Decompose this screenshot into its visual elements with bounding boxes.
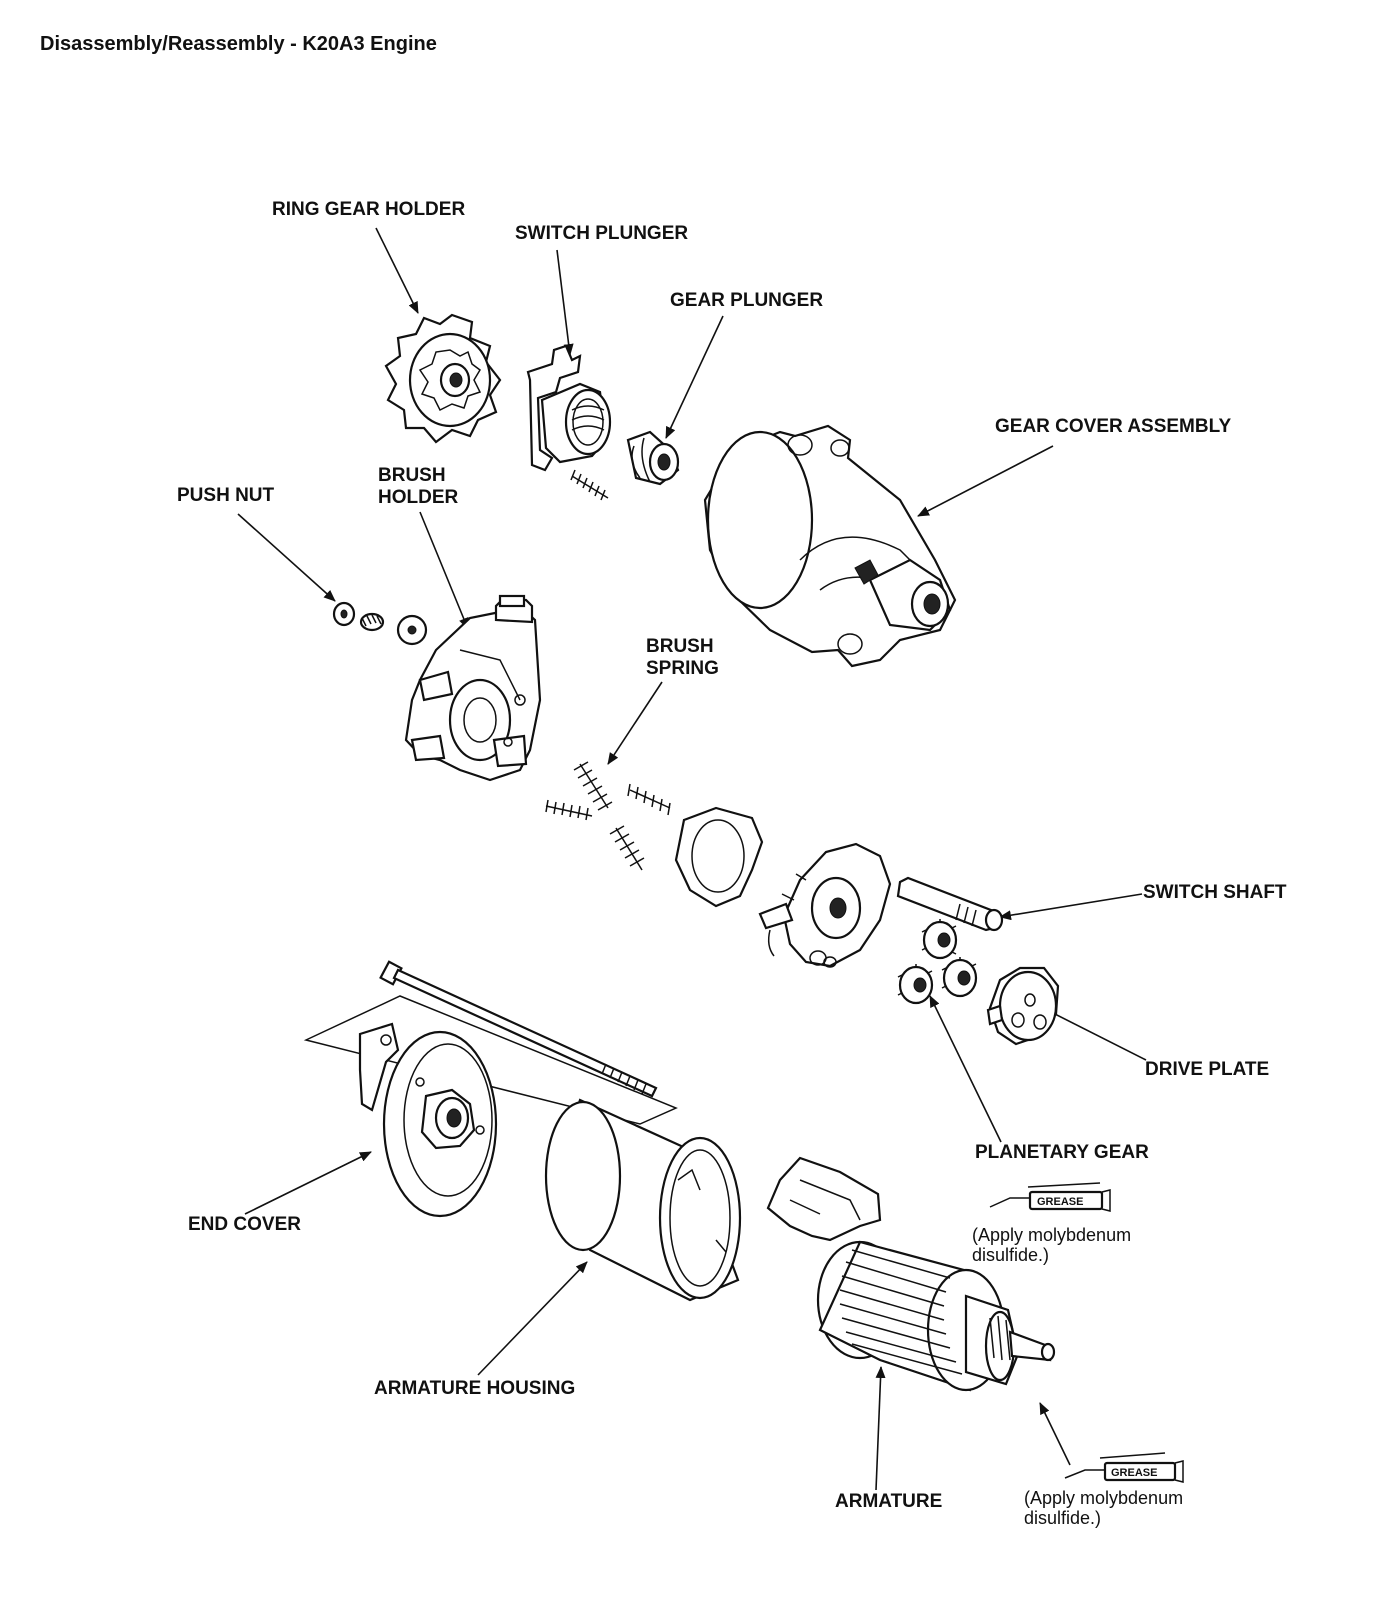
planetary-gear-3: [941, 957, 978, 998]
grease-tube-icon: [989, 1182, 1111, 1212]
grease-note-2-line1: (Apply molybdenum: [1024, 1488, 1183, 1508]
label-brush-holder-line1: BRUSH: [378, 465, 446, 486]
grease-note-2-line2: disulfide.): [1024, 1508, 1101, 1528]
grease-note-1-line2: disulfide.): [972, 1245, 1049, 1265]
label-switch-shaft: SWITCH SHAFT: [1143, 882, 1287, 903]
brush-spring-1: [573, 761, 613, 811]
brush-spring-4: [609, 825, 645, 871]
label-brush-spring-line1: BRUSH: [646, 636, 714, 657]
push-nut-part: [332, 601, 356, 627]
label-gear-plunger: GEAR PLUNGER: [670, 290, 823, 311]
grease-tag-2: GREASE: [1111, 1467, 1157, 1479]
leader-switch-plunger: [556, 249, 574, 356]
drive-plate-part: [986, 966, 1060, 1046]
label-push-nut: PUSH NUT: [177, 485, 275, 506]
planetary-gear-2: [897, 964, 934, 1005]
label-switch-plunger: SWITCH PLUNGER: [515, 223, 688, 244]
gear-cover-assembly-part: [703, 424, 957, 668]
planetary-gear-1: [921, 919, 958, 960]
label-brush-holder-line2: HOLDER: [378, 487, 459, 508]
ring-gear-holder-part: [384, 313, 502, 444]
label-brush-spring-line2: SPRING: [646, 658, 719, 679]
leader-gear-plunger: [665, 315, 724, 439]
leader-switch-shaft: [999, 893, 1143, 921]
leader-ring-gear-holder: [375, 227, 419, 314]
label-gear-cover-assembly: GEAR COVER ASSEMBLY: [995, 416, 1231, 437]
leader-brush-holder: [419, 511, 469, 630]
planetary-gears-part: [897, 919, 978, 1005]
label-armature: ARMATURE: [835, 1491, 942, 1512]
grease-note-1: GREASE (Apply molybdenum disulfide.): [972, 1182, 1131, 1265]
leader-lines: [237, 227, 1147, 1491]
grease-tag-1: GREASE: [1037, 1196, 1083, 1208]
small-spring-part: [359, 612, 385, 632]
leader-planetary-gear: [929, 995, 1002, 1143]
label-ring-gear-holder: RING GEAR HOLDER: [272, 199, 465, 220]
leader-gear-cover-assembly: [917, 445, 1054, 517]
armature-part: [816, 1240, 1056, 1392]
grease-tube-icon: [1064, 1452, 1184, 1483]
leader-end-cover: [244, 1151, 372, 1215]
washer-part: [396, 614, 428, 646]
switch-plunger-part: [526, 344, 612, 501]
brush-springs-part: [545, 761, 671, 871]
leader-armature: [875, 1366, 886, 1491]
brush-holder-part: [404, 594, 542, 782]
plate-part: [674, 806, 764, 908]
leader-drive-plate: [1042, 1007, 1147, 1061]
brush-spring-3: [545, 799, 593, 821]
grease-note-1-line1: (Apply molybdenum: [972, 1225, 1131, 1245]
leader-armature-housing: [477, 1261, 588, 1376]
label-drive-plate: DRIVE PLATE: [1145, 1059, 1269, 1080]
through-bolt-part: [379, 960, 658, 1098]
alignment-guide: [303, 995, 678, 1125]
armature-housing-part: [544, 1098, 742, 1302]
grease-note-2: GREASE (Apply molybdenum disulfide.): [1024, 1452, 1184, 1528]
end-cover-part: [358, 1022, 498, 1218]
switch-shaft-part: [896, 876, 1004, 932]
leader-push-nut: [237, 513, 336, 602]
label-planetary-gear: PLANETARY GEAR: [975, 1142, 1149, 1163]
switch-plunger-spring: [570, 469, 609, 501]
brush-cap-part: [766, 1156, 882, 1242]
gear-plunger-part: [626, 430, 680, 486]
brush-spring-2: [627, 783, 671, 816]
leader-armature-shaft: [1039, 1402, 1071, 1466]
leader-brush-spring: [607, 681, 663, 765]
page-title: Disassembly/Reassembly - K20A3 Engine: [40, 33, 437, 55]
label-armature-housing: ARMATURE HOUSING: [374, 1378, 575, 1399]
internal-gear-part: [758, 842, 892, 968]
label-end-cover: END COVER: [188, 1214, 301, 1235]
